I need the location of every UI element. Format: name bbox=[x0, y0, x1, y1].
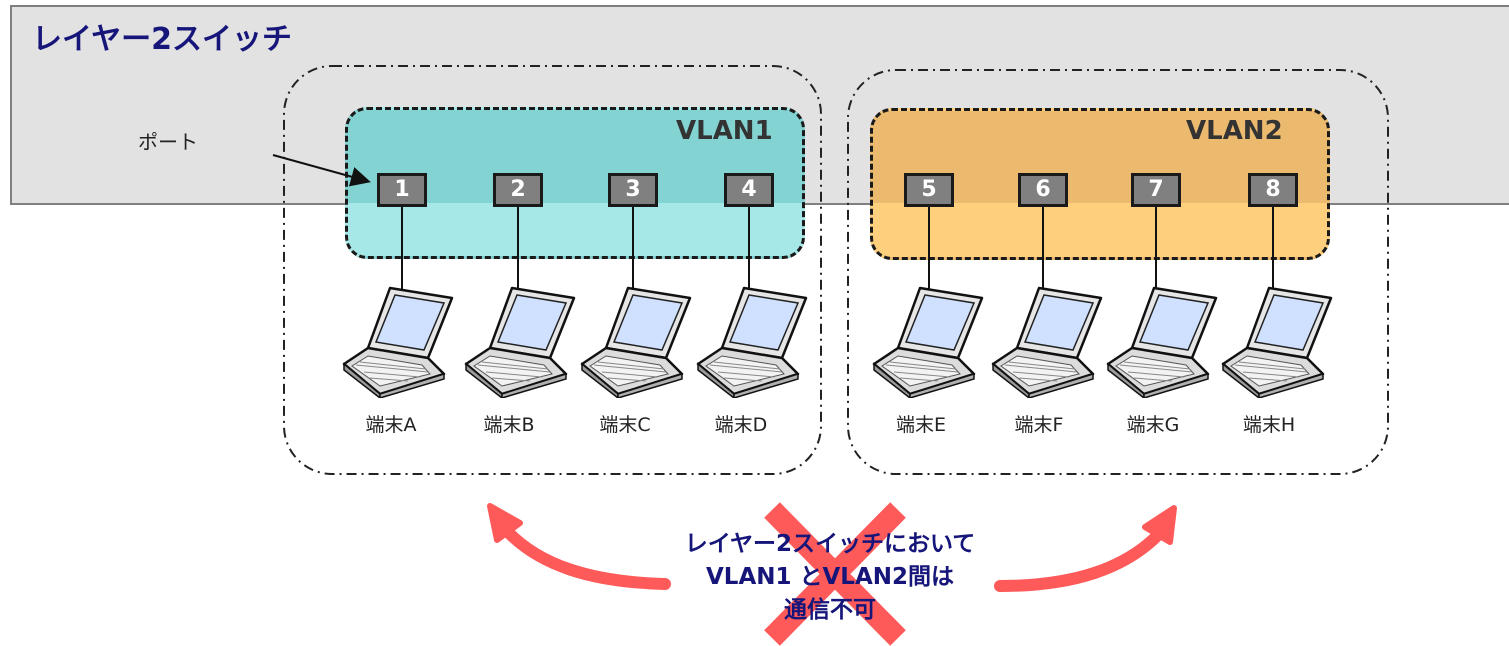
note-line-3: 通信不可 bbox=[600, 594, 1060, 627]
no-communication-note: レイヤー2スイッチにおいて VLAN1 とVLAN2間は 通信不可 bbox=[600, 528, 1060, 627]
note-line-2: VLAN1 とVLAN2間は bbox=[600, 561, 1060, 594]
note-line-1: レイヤー2スイッチにおいて bbox=[600, 528, 1060, 561]
